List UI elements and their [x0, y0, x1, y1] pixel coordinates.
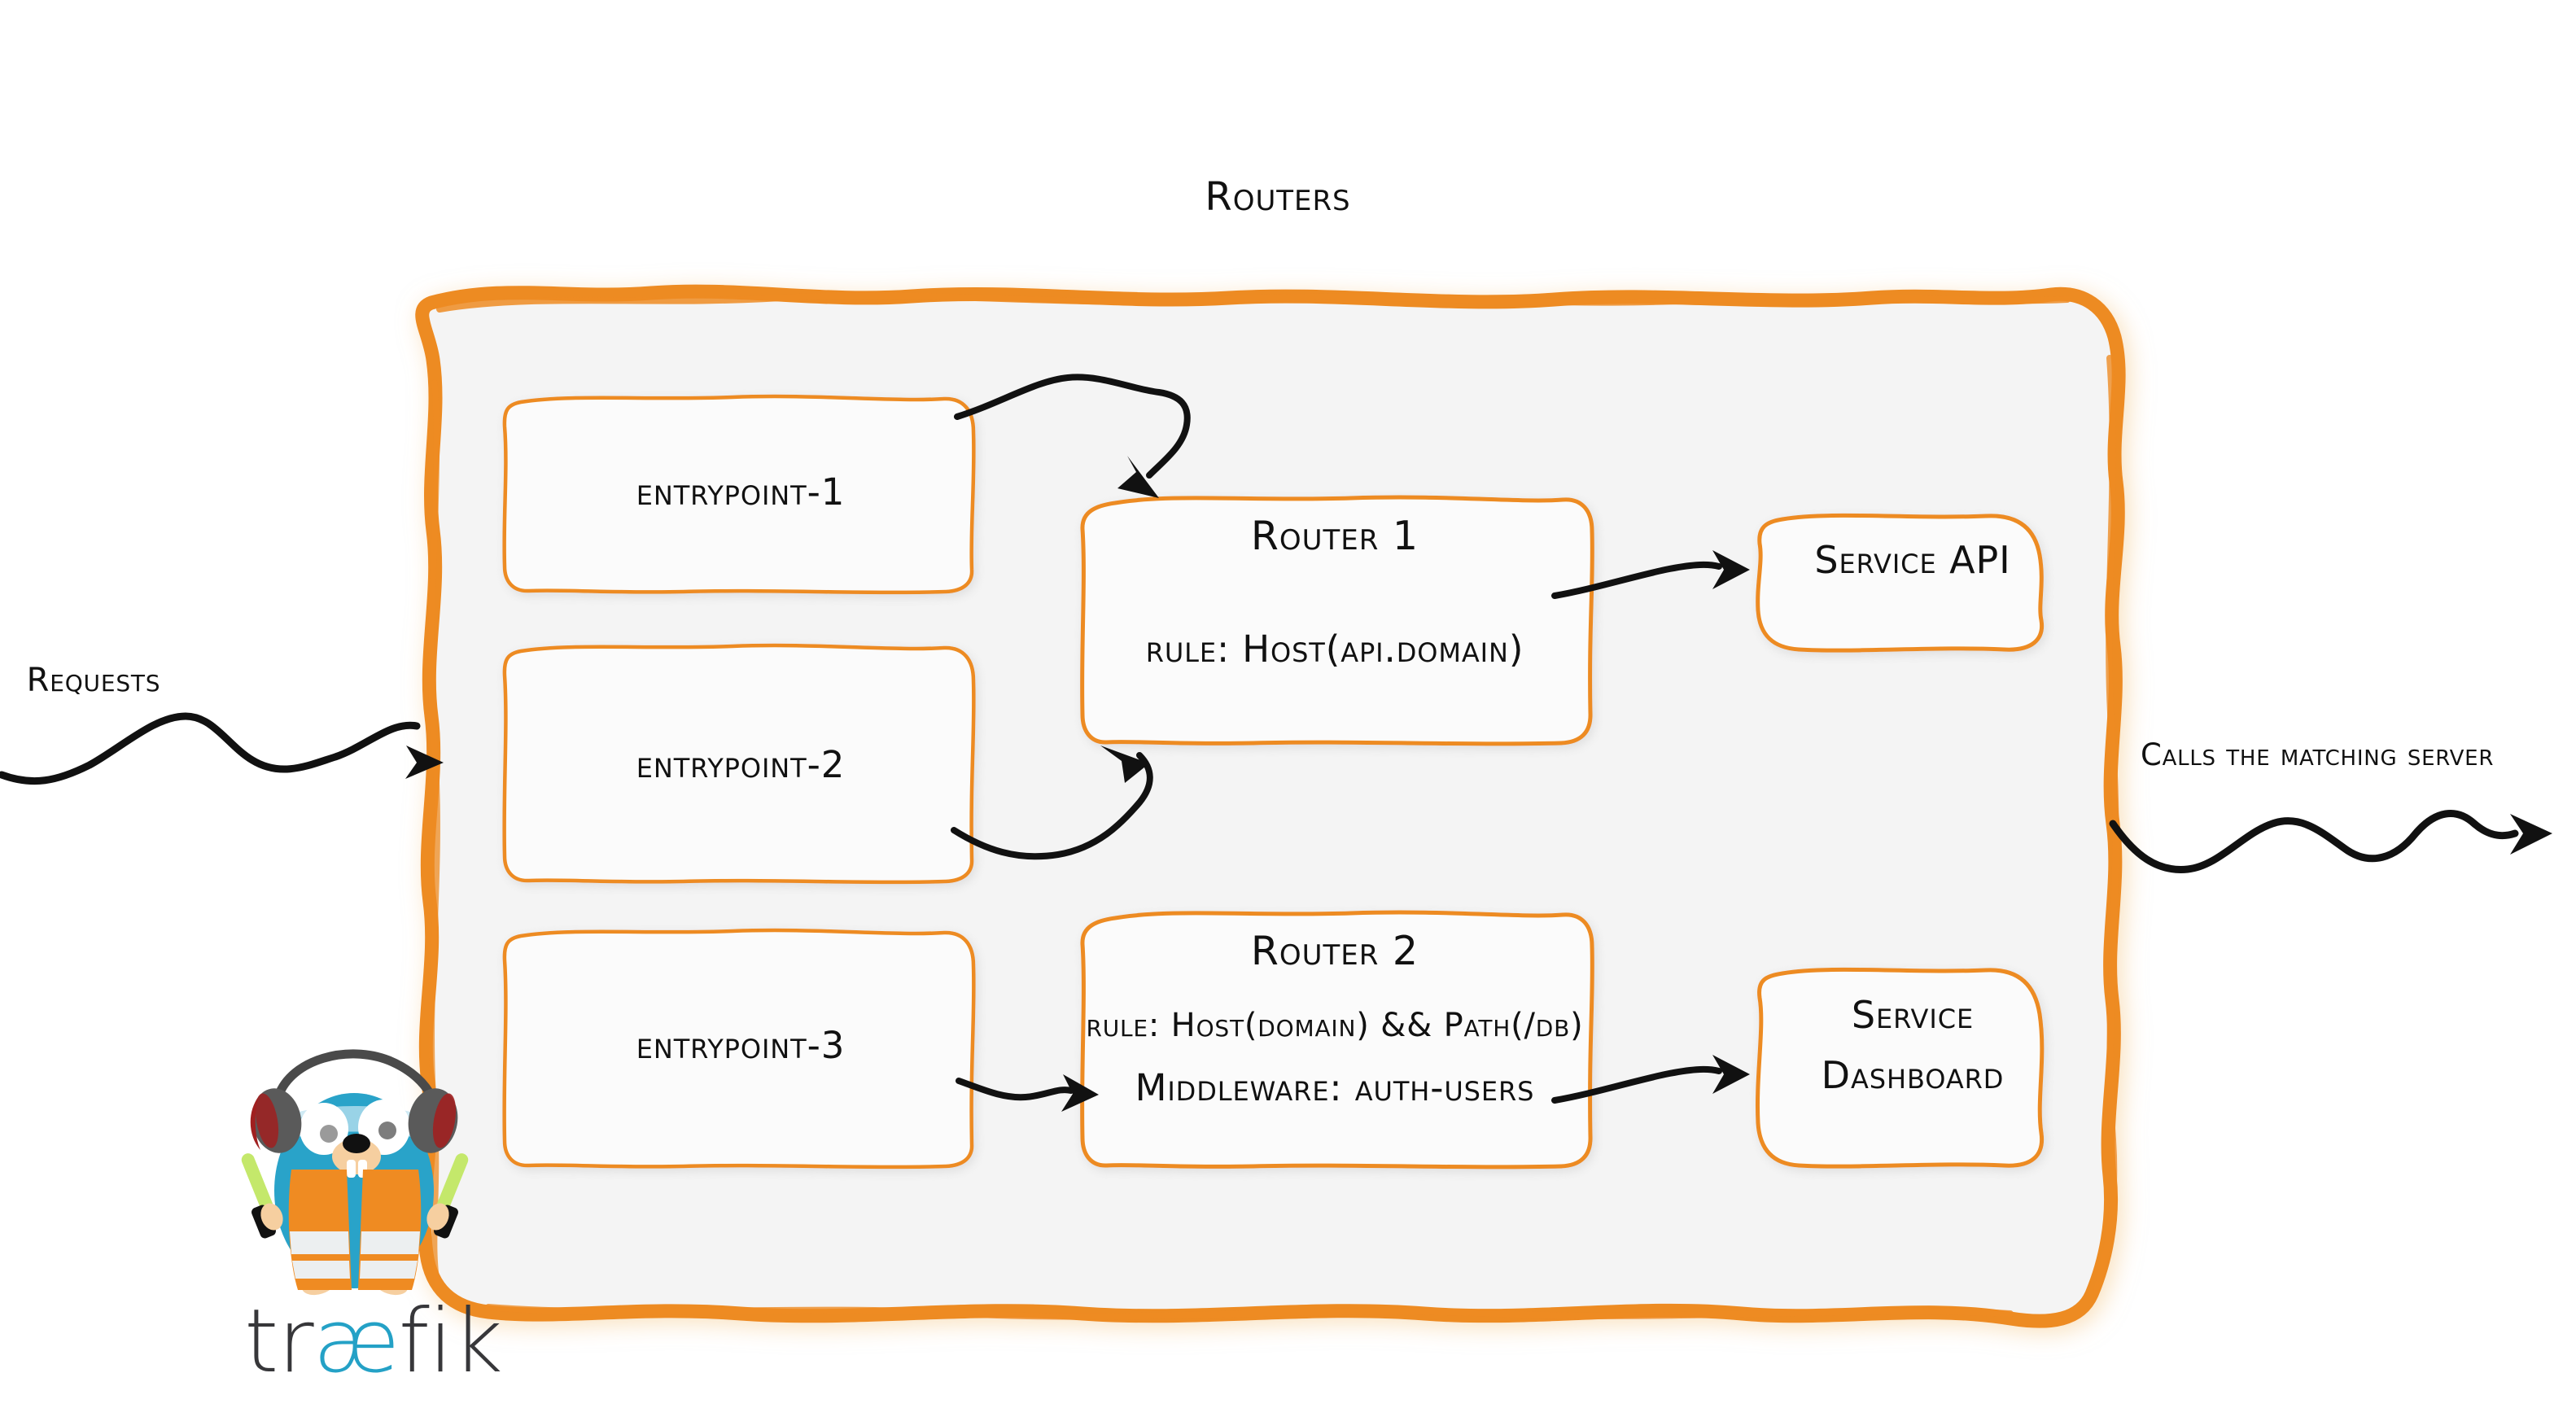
- service-api-label[interactable]: Service API: [1814, 538, 2011, 583]
- diagram-title: Routers: [1205, 174, 1351, 221]
- traefik-wordmark: træfik: [244, 1298, 503, 1396]
- service-dashboard-line-2: Dashboard: [1821, 1053, 2005, 1097]
- service-dashboard-label[interactable]: Service Dashboard: [1774, 981, 2051, 1111]
- requests-label: Requests: [26, 661, 161, 699]
- calls-matching-server-label: Calls the matching server: [2141, 737, 2495, 773]
- entrypoint-1-label[interactable]: entrypoint-1: [636, 470, 846, 514]
- service-dashboard-line-1: Service: [1851, 993, 1975, 1038]
- router-2-title[interactable]: Router 2: [1250, 927, 1419, 974]
- wordmark-ligature: æ: [313, 1291, 400, 1393]
- entrypoint-3-label[interactable]: entrypoint-3: [636, 1023, 846, 1067]
- router-2-rule: rule: Host(domain) && Path(/db): [1086, 1006, 1584, 1044]
- router-2-middleware: Middleware: auth-users: [1135, 1065, 1535, 1109]
- wordmark-suffix: fik: [398, 1291, 503, 1393]
- router-1-title[interactable]: Router 1: [1250, 512, 1419, 559]
- entrypoint-2-label[interactable]: entrypoint-2: [636, 742, 846, 786]
- router-1-rule: rule: Host(api.domain): [1145, 627, 1524, 671]
- wordmark-prefix: tr: [244, 1291, 314, 1393]
